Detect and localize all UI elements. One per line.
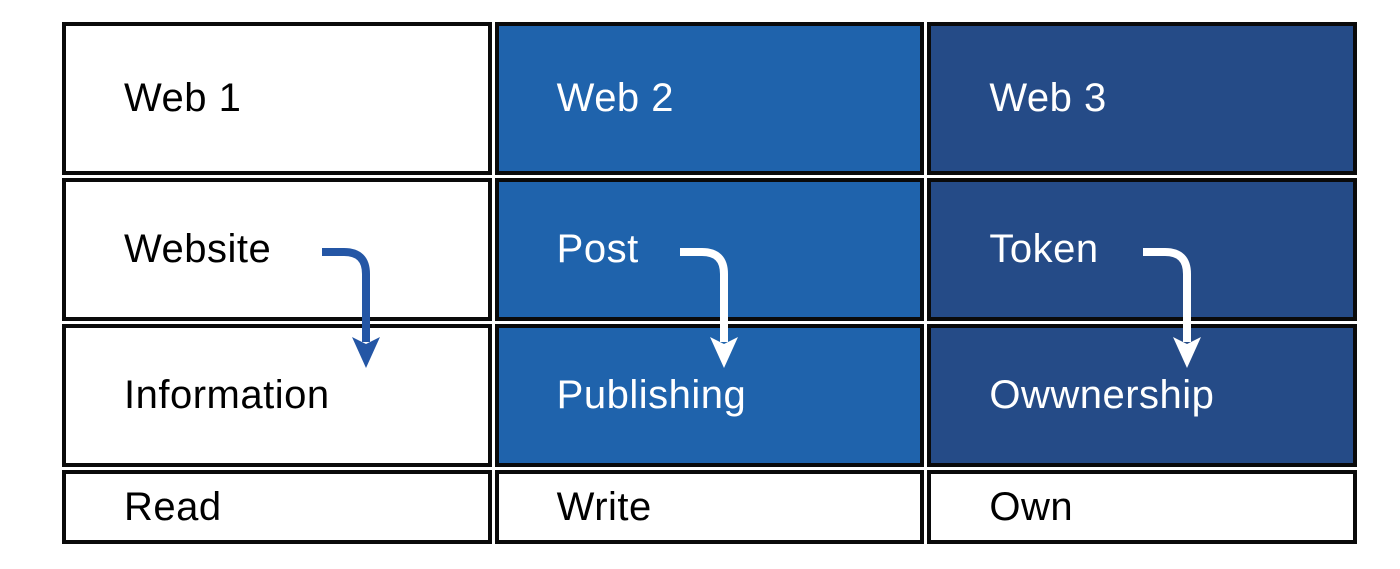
web2-action-label: Write bbox=[556, 484, 652, 529]
cell-web1-header: Web 1 bbox=[62, 22, 492, 175]
web2-item-label: Post bbox=[556, 227, 639, 271]
cell-web1-item: Website bbox=[62, 178, 492, 321]
web1-item-label: Website bbox=[124, 227, 272, 271]
cell-web1-action: Read bbox=[62, 470, 492, 544]
web2-result-label: Publishing bbox=[556, 373, 747, 417]
cell-web3-item: Token bbox=[927, 178, 1357, 321]
web1-action-label: Read bbox=[124, 484, 222, 529]
cell-web3-header: Web 3 bbox=[927, 22, 1357, 175]
cell-web2-result: Publishing bbox=[494, 324, 925, 467]
web2-header-label: Web 2 bbox=[556, 76, 675, 120]
web3-header-label: Web 3 bbox=[989, 76, 1107, 120]
cell-web2-item: Post bbox=[494, 178, 925, 321]
web3-result-label: Owwnership bbox=[989, 373, 1215, 417]
web1-header-label: Web 1 bbox=[124, 76, 242, 120]
cell-web1-result: Information bbox=[62, 324, 492, 467]
web3-item-label: Token bbox=[989, 227, 1099, 271]
cell-web2-header: Web 2 bbox=[494, 22, 925, 175]
web1-result-label: Information bbox=[124, 373, 330, 417]
cell-web2-action: Write bbox=[494, 470, 925, 544]
cell-web3-result: Owwnership bbox=[927, 324, 1357, 467]
cell-web3-action: Own bbox=[927, 470, 1357, 544]
comparison-table: Web 1 Web 2 Web 3 Website Post Token Inf… bbox=[62, 22, 1357, 544]
web3-action-label: Own bbox=[989, 484, 1074, 529]
